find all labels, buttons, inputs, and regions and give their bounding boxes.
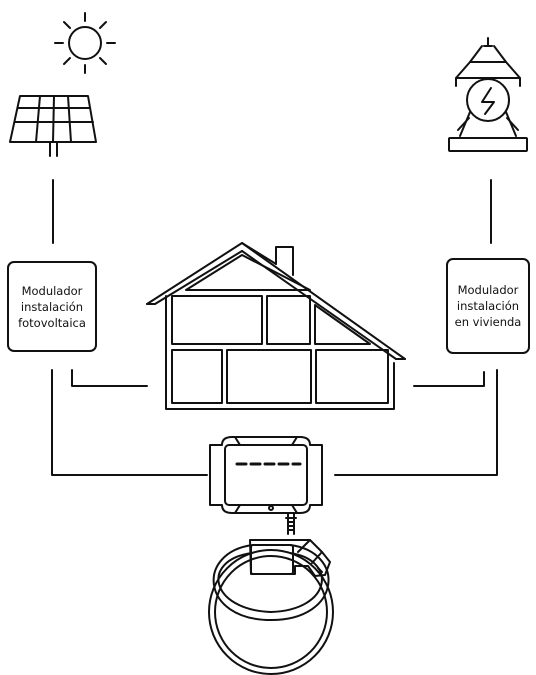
connector-pv-modulator-to-charger xyxy=(51,369,208,476)
solar-panel-icon xyxy=(9,95,97,157)
modulator-pv-installation-box: Modulador instalación fotovoltaica xyxy=(7,261,97,352)
connector-home-modulator-to-house xyxy=(413,371,485,387)
power-tower-icon xyxy=(448,37,528,152)
charger-icon xyxy=(209,436,323,514)
connector-pv-modulator-to-house xyxy=(71,369,148,387)
modulator-home-installation-box: Modulador instalación en vivienda xyxy=(446,258,530,354)
plug-icon xyxy=(249,539,331,577)
house-icon xyxy=(146,242,406,410)
connector-home-modulator-to-charger xyxy=(334,369,498,476)
modulator-home-label: Modulador instalación en vivienda xyxy=(454,283,522,329)
sun-icon xyxy=(54,12,116,74)
charging-cable-icon xyxy=(208,512,334,675)
modulator-pv-label: Modulador instalación fotovoltaica xyxy=(18,283,86,330)
